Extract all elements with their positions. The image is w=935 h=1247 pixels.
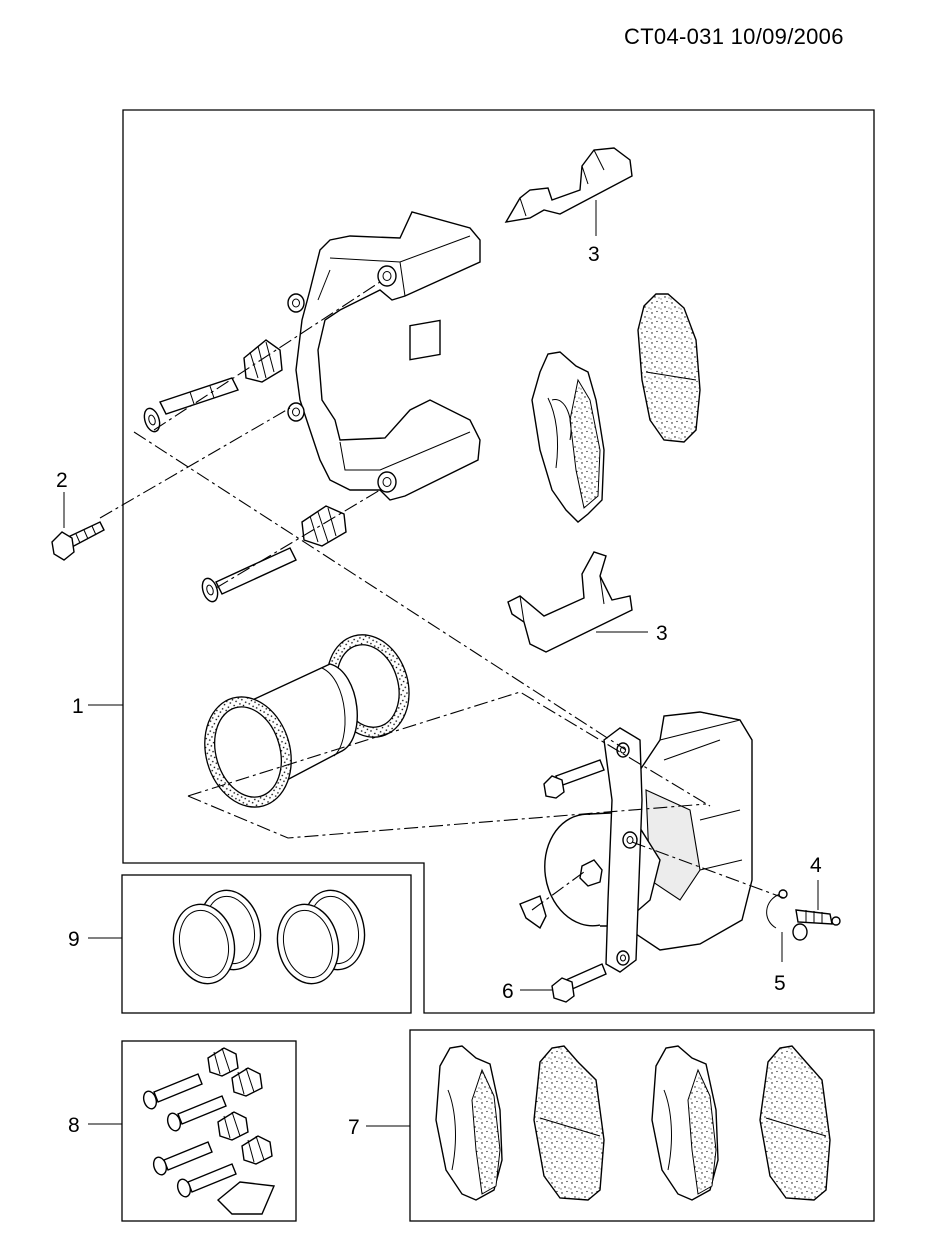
seal-ring-kit	[172, 889, 366, 985]
dust-boot	[204, 696, 292, 808]
caliper-housing	[519, 711, 753, 973]
callout-4: 4	[810, 854, 822, 877]
caliper-bolt-lower	[551, 963, 607, 1003]
pin-boot-upper	[243, 339, 283, 383]
callout-2: 2	[56, 469, 68, 492]
pin-boot-lower	[301, 505, 347, 547]
pad-clip-upper	[504, 147, 633, 223]
assembly-reference-lines	[99, 281, 785, 911]
pad-clip-lower	[507, 551, 633, 653]
guide-pin-upper	[143, 377, 239, 433]
brake-pad-inner	[531, 351, 605, 523]
callout-8: 8	[68, 1114, 80, 1137]
kit-9-box	[121, 874, 412, 1014]
callout-7: 7	[348, 1116, 360, 1139]
assembly-1-outline	[122, 109, 875, 1014]
mounting-bolt	[51, 521, 105, 561]
grease-packet	[216, 1181, 276, 1215]
diagram-reference-code: CT04-031 10/09/2006	[624, 24, 844, 49]
caliper-carrier-bracket	[287, 211, 481, 501]
callout-3-lower: 3	[656, 622, 668, 645]
callout-6: 6	[502, 980, 514, 1003]
brake-pad-outer	[637, 293, 701, 443]
kit-8-box	[121, 1040, 297, 1222]
guide-pin-lower	[201, 547, 297, 603]
callout-1: 1	[72, 695, 84, 718]
bleeder-screw	[795, 909, 841, 926]
brake-pad-kit	[435, 1045, 831, 1201]
callout-5: 5	[774, 972, 786, 995]
caliper-bolt-upper	[543, 759, 605, 799]
callout-3-upper: 3	[588, 243, 600, 266]
callout-9: 9	[68, 928, 80, 951]
guide-pin-kit	[142, 1047, 276, 1215]
leader-lines	[63, 200, 819, 1127]
